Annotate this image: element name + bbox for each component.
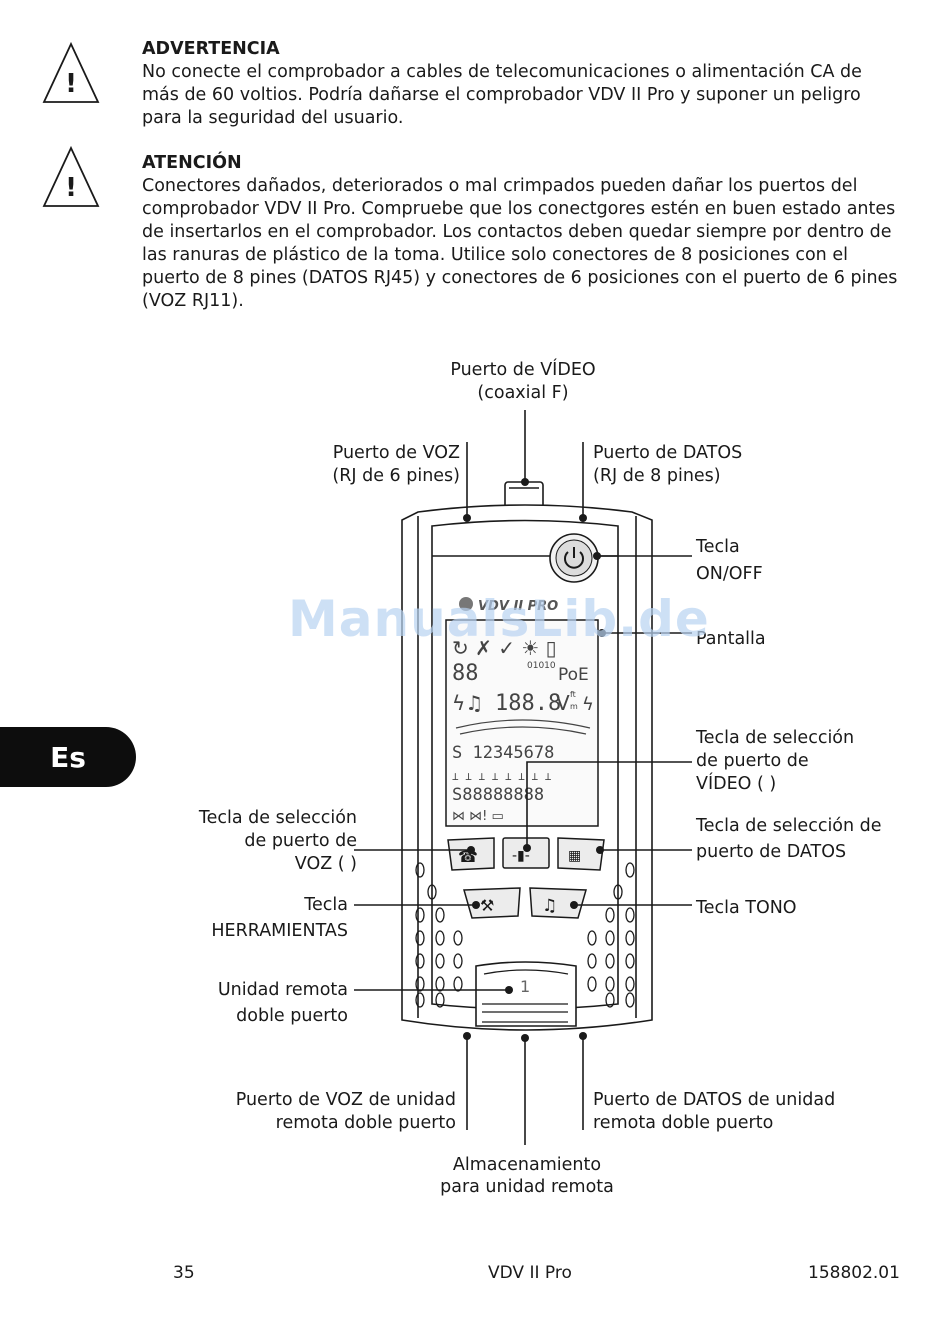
grip-pattern-left <box>415 862 463 1008</box>
caution-triangle-icon: ! <box>42 146 100 207</box>
lcd-screen: ↻ ✗ ✓ ☀ ▯ 88 01010 PoE ϟ♫ 188.8 V ft m ϟ… <box>445 619 599 827</box>
footer-product: VDV II Pro <box>488 1263 572 1283</box>
svg-text:188.8: 188.8 <box>495 691 561 716</box>
svg-text:ϟ♫: ϟ♫ <box>452 691 483 715</box>
svg-text:V: V <box>556 691 570 715</box>
caution-text: Conectores dañados, deteriorados o mal c… <box>142 176 898 311</box>
warning-triangle-icon: ! <box>42 42 100 103</box>
tools-key[interactable]: ⚒ <box>463 887 521 919</box>
grip-pattern-right <box>587 862 635 1008</box>
data-select-key[interactable]: ▦ <box>557 837 605 871</box>
svg-text:01010: 01010 <box>527 661 556 671</box>
caution-block: ATENCIÓN Conectores dañados, deteriorado… <box>142 152 902 313</box>
brand-globe-icon <box>459 597 473 611</box>
watermark: ManualsLib.de <box>288 590 710 648</box>
page-number: 35 <box>173 1263 195 1283</box>
svg-text:Puerto de VÍDEO(coaxial F): Puerto de VÍDEO(coaxial F) <box>450 358 595 403</box>
warning-text: No conecte el comprobador a cables de te… <box>142 62 862 128</box>
warning-block: ADVERTENCIA No conecte el comprobador a … <box>142 38 902 130</box>
coax-icon: -▮- <box>512 848 530 864</box>
svg-text:⋈ ⋈! ▭: ⋈ ⋈! ▭ <box>452 809 504 824</box>
svg-text:PoE: PoE <box>558 665 589 685</box>
svg-text:↻ ✗ ✓ ☀ ▯: ↻ ✗ ✓ ☀ ▯ <box>452 636 557 660</box>
language-tab: Es <box>0 727 136 787</box>
caution-title: ATENCIÓN <box>142 153 242 173</box>
svg-text:88: 88 <box>452 661 479 686</box>
svg-text:Puerto de VOZ(RJ de 6 pines): Puerto de VOZ(RJ de 6 pines) <box>332 443 460 486</box>
wrench-icon: ⚒ <box>480 896 494 915</box>
svg-text:!: ! <box>65 69 77 99</box>
leader-lines <box>354 410 692 1145</box>
svg-text:S 12345678: S 12345678 <box>452 743 554 763</box>
remote-unit: 1 <box>475 961 577 1027</box>
warning-title: ADVERTENCIA <box>142 39 280 59</box>
svg-text:ϟ: ϟ <box>582 694 594 715</box>
svg-text:m: m <box>570 702 578 711</box>
tone-icon: ♫ <box>542 896 557 916</box>
svg-text:Pantalla: Pantalla <box>696 629 766 649</box>
brand-logo: VDV II PRO <box>478 599 558 614</box>
tone-key[interactable]: ♫ <box>529 887 587 919</box>
svg-text:1: 1 <box>520 977 530 996</box>
network-icon: ▦ <box>568 848 581 864</box>
svg-text:Tecla TONO: Tecla TONO <box>695 898 797 918</box>
svg-text:!: ! <box>65 173 77 203</box>
svg-text:S88888888: S88888888 <box>452 785 544 805</box>
svg-text:ft: ft <box>570 690 576 699</box>
footer-code: 158802.01 <box>808 1263 900 1283</box>
video-select-key[interactable]: -▮- <box>502 837 550 869</box>
callout-labels: Puerto de VÍDEO(coaxial F) Puerto de VOZ… <box>198 358 882 1197</box>
svg-text:⊥ ⊥ ⊥ ⊥ ⊥ ⊥ ⊥ ⊥: ⊥ ⊥ ⊥ ⊥ ⊥ ⊥ ⊥ ⊥ <box>452 770 552 783</box>
svg-text:Puerto de DATOS(RJ de 8 pines): Puerto de DATOS(RJ de 8 pines) <box>593 443 742 486</box>
tester-diagram: VDV II PRO ↻ ✗ ✓ ☀ ▯ 88 01010 PoE ϟ♫ 188… <box>198 358 882 1197</box>
power-button[interactable] <box>549 533 599 583</box>
power-icon <box>564 551 584 569</box>
